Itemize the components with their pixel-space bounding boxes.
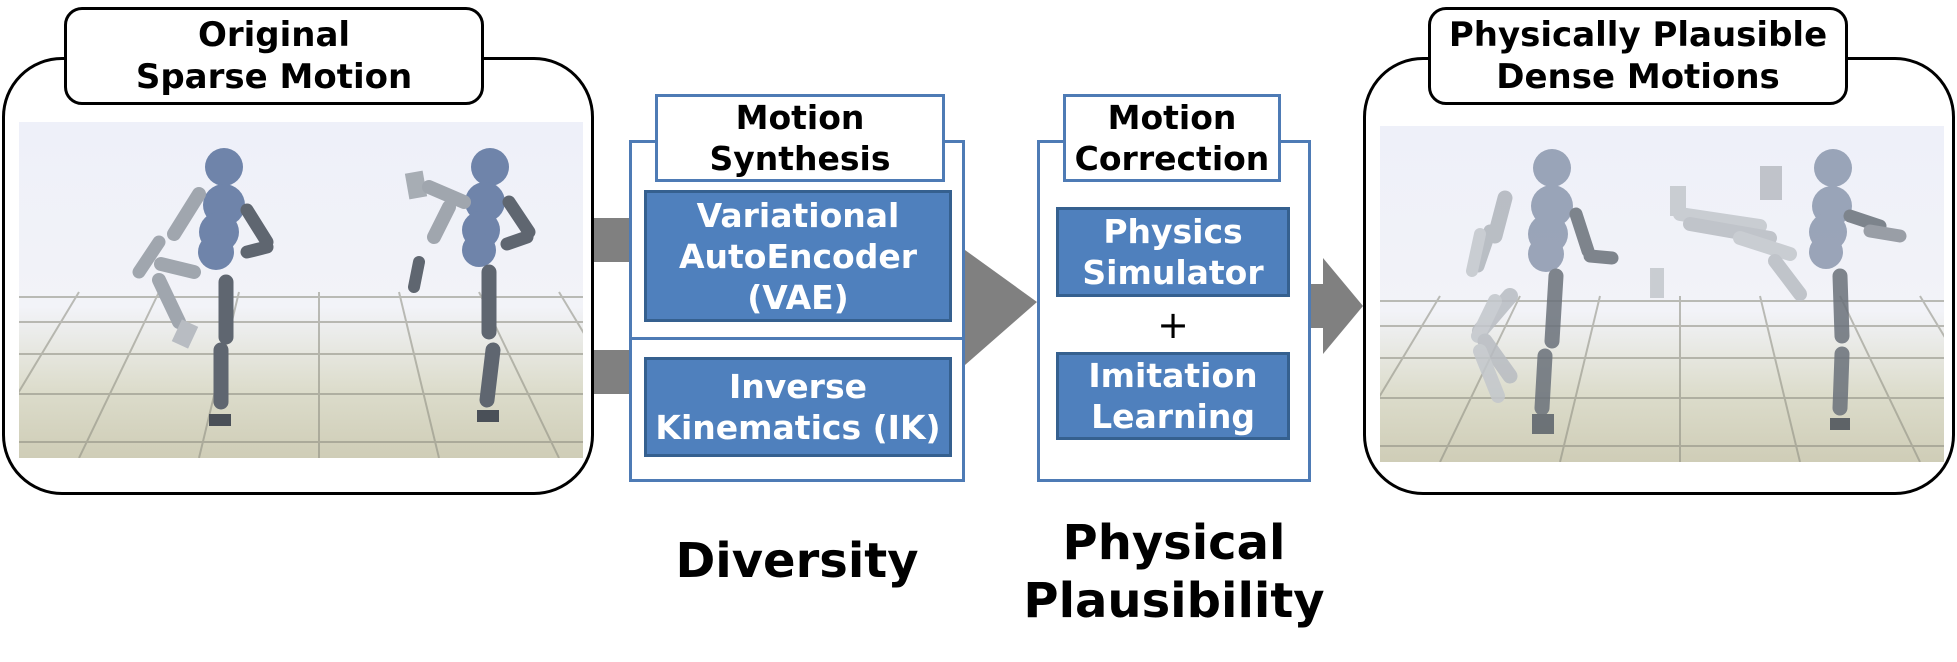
input-scene (19, 122, 583, 458)
floor-grid (19, 291, 583, 458)
character-right (404, 148, 536, 422)
vae-label: Variational AutoEncoder (VAE) (678, 195, 918, 317)
diversity-caption: Diversity (675, 533, 919, 589)
arrow-synthesis-to-correction (965, 250, 1037, 365)
synthesis-divider (629, 337, 965, 340)
arrow-input-to-ik (594, 350, 630, 394)
dense-character-right (1650, 149, 1907, 430)
correction-title: Motion Correction (1063, 94, 1281, 182)
arrow-input-to-vae (594, 218, 630, 262)
ik-label: Inverse Kinematics (IK) (655, 367, 941, 447)
arrow-correction-to-output (1311, 258, 1363, 354)
correction-title-text: Motion Correction (1074, 98, 1270, 178)
input-panel-title-text: Original Sparse Motion (135, 15, 413, 97)
imitation-label: Imitation Learning (1088, 356, 1258, 436)
output-panel-title: Physically Plausible Dense Motions (1428, 7, 1848, 105)
simulator-box: Physics Simulator (1056, 207, 1290, 297)
output-scene (1380, 126, 1944, 462)
plausibility-caption: Physical Plausibility (1023, 515, 1325, 629)
ik-box: Inverse Kinematics (IK) (644, 357, 952, 457)
synthesis-title-text: Motion Synthesis (709, 98, 891, 178)
dense-motion-illustration (1380, 149, 1944, 462)
imitation-box: Imitation Learning (1056, 352, 1290, 440)
output-panel-title-text: Physically Plausible Dense Motions (1448, 15, 1828, 97)
input-panel (2, 57, 594, 495)
floor-grid (1380, 295, 1944, 462)
plus-sign: + (1157, 303, 1189, 347)
character-left (132, 148, 274, 426)
output-panel (1363, 57, 1955, 495)
dense-character-left (1466, 149, 1619, 434)
input-panel-title: Original Sparse Motion (64, 7, 484, 105)
vae-box: Variational AutoEncoder (VAE) (644, 190, 952, 322)
synthesis-title: Motion Synthesis (655, 94, 945, 182)
simulator-label: Physics Simulator (1082, 212, 1264, 292)
sparse-motion-illustration (19, 148, 583, 458)
